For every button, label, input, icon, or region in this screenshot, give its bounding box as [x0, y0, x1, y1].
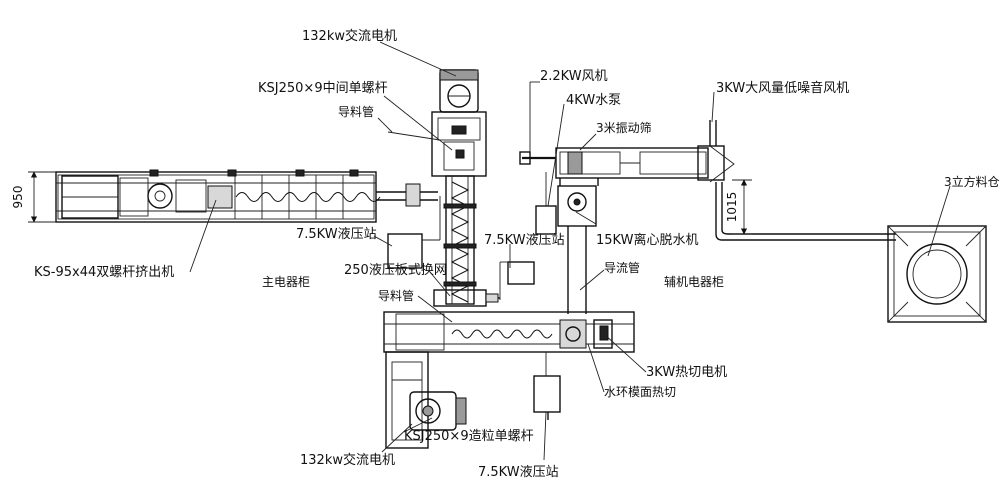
label-twin-screw: KS-95x44双螺杆挤出机: [34, 265, 174, 280]
pelletizer-assembly: [383, 311, 635, 449]
labels: 132kw交流电机 KSJ250×9中间单螺杆 导料管 7.5KW液压站 KS-…: [34, 28, 1000, 480]
label-cut-motor: 3KW热切电机: [646, 365, 727, 380]
label-low-noise-fan: 3KW大风量低噪音风机: [716, 80, 849, 96]
label-water-pump: 4KW水泵: [566, 93, 621, 108]
leader-lines: [189, 41, 951, 461]
label-main-cabinet: 主电器柜: [262, 275, 310, 289]
label-feed-pipe-bottom: 导料管: [378, 288, 414, 303]
silo: [887, 225, 987, 323]
dimension-950: 950: [11, 186, 25, 209]
label-vib-screen: 3米振动筛: [596, 120, 652, 135]
label-fan: 2.2KW风机: [540, 69, 608, 84]
label-motor-top: 132kw交流电机: [302, 28, 397, 44]
vertical-screw-assembly: [387, 69, 535, 307]
label-screen-changer: 250液压板式换网: [344, 263, 447, 278]
label-screw-mid: KSJ250×9中间单螺杆: [258, 81, 388, 96]
vibrating-screen-assembly: 1015: [519, 120, 896, 314]
label-guide-pipe: 导流管: [604, 260, 640, 275]
label-aux-cabinet: 辅机电器柜: [664, 275, 724, 289]
label-screw-pelletizer: KSJ250×9造粒单螺杆: [404, 429, 534, 444]
label-feed-pipe-top: 导料管: [338, 104, 374, 119]
label-hyd-station-left: 7.5KW液压站: [296, 227, 377, 242]
label-centrifuge: 15KW离心脱水机: [596, 232, 698, 248]
label-silo: 3立方料仓: [944, 174, 1000, 189]
label-water-ring: 水环模面热切: [604, 385, 676, 399]
label-hyd-station-mid: 7.5KW液压站: [484, 233, 565, 248]
twin-screw-extruder: 950: [11, 169, 438, 223]
dimension-1015: 1015: [725, 192, 739, 223]
label-motor-bottom: 132kw交流电机: [300, 452, 395, 468]
label-hyd-station-bottom: 7.5KW液压站: [478, 465, 559, 480]
